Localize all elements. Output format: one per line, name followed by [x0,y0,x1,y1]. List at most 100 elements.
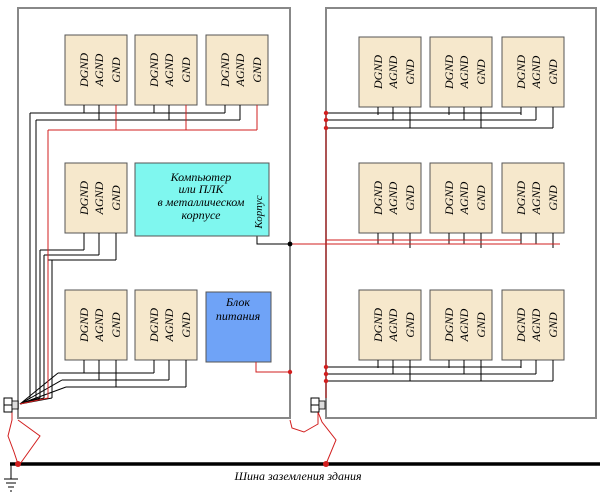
pin-label-gnd: GND [474,59,488,85]
module-rect [358,289,422,361]
pin-label-dgnd: DGND [371,308,385,343]
ground-wires-layer [7,105,560,465]
pin-label-gnd: GND [474,312,488,338]
junction-dot [323,117,329,123]
bus-connection-dot [15,461,21,467]
pin-label-dgnd: DGND [442,308,456,343]
left-earth-lead-2 [17,419,41,465]
computer-box: Компьютер или ПЛК в металлическом корпус… [134,162,270,237]
pin-label-dgnd: DGND [77,308,91,343]
pin-label-gnd: GND [109,312,123,338]
bottom-row-to-clamp [19,372,59,405]
pin-label-dgnd: DGND [147,53,161,88]
pin-label-gnd: GND [109,185,123,211]
module-rect [501,162,565,234]
pin-label-gnd: GND [546,185,560,211]
power-supply-box: Блок питания [205,291,272,363]
computer-box-rect [134,162,270,237]
pin-label-dgnd: DGND [371,181,385,216]
ground-icon [4,464,18,492]
pin-label-dgnd: DGND [514,308,528,343]
pin-label-agnd: AGND [92,181,106,215]
pin-label-gnd: GND [179,57,193,83]
pin-label-dgnd: DGND [218,53,232,88]
terminal-clamp-icon [3,397,19,413]
junction-dot [323,378,329,384]
junction-dot [323,125,329,131]
power-supply-rect [205,291,272,363]
module-rect [429,289,493,361]
pin-label-gnd: GND [403,185,417,211]
junction-dot [323,110,329,116]
cabinet-link [289,412,319,433]
module-rect [501,289,565,361]
module-rect [429,36,493,108]
module-rect [134,289,198,361]
pin-label-gnd: GND [474,185,488,211]
module-rect [358,36,422,108]
module-rect [429,162,493,234]
module-rect [358,162,422,234]
pin-label-agnd: AGND [529,55,543,89]
module-rect [205,34,269,106]
module-rect [64,34,128,106]
pin-label-dgnd: DGND [77,53,91,88]
power-supply-ground [255,362,290,373]
power-supply-line-2: питания [216,309,261,323]
module-rect [64,289,128,361]
pin-label-gnd: GND [546,312,560,338]
pin-label-agnd: AGND [457,181,471,215]
power-supply-line-1: Блок [225,295,250,309]
pin-label-gnd: GND [403,312,417,338]
pin-label-agnd: AGND [386,181,400,215]
pin-label-gnd: GND [403,59,417,85]
pin-label-agnd: AGND [457,308,471,342]
pin-label-agnd: AGND [457,55,471,89]
ground-bus-label: Шина заземления здания [233,469,361,483]
computer-line-3: в металлическом [158,195,245,209]
pin-label-gnd: GND [546,59,560,85]
pin-label-dgnd: DGND [514,55,528,90]
bus-connection-dot [323,461,329,467]
right-earth-lead [317,411,337,465]
case-wire [256,236,290,245]
pin-label-gnd: GND [179,312,193,338]
computer-line-1: Компьютер [170,170,232,184]
pin-label-dgnd: DGND [442,55,456,90]
pin-label-agnd: AGND [162,308,176,342]
pin-label-dgnd: DGND [77,181,91,216]
pin-label-agnd: AGND [529,181,543,215]
pin-label-agnd: AGND [162,53,176,87]
pin-label-dgnd: DGND [147,308,161,343]
pin-label-agnd: AGND [233,53,247,87]
pin-label-agnd: AGND [92,308,106,342]
junction-dot [287,369,293,375]
pin-label-dgnd: DGND [371,55,385,90]
computer-line-2: или ПЛК [179,182,225,196]
pin-label-dgnd: DGND [514,181,528,216]
terminal-clamp-icon [310,397,326,413]
pin-label-agnd: AGND [386,55,400,89]
left-earth-lead [7,412,19,465]
module-rect [501,36,565,108]
computer-case-label: Корпус [253,195,265,229]
module-rect [64,162,128,234]
computer-line-4: корпусе [182,208,222,222]
junction-dot [323,364,329,370]
